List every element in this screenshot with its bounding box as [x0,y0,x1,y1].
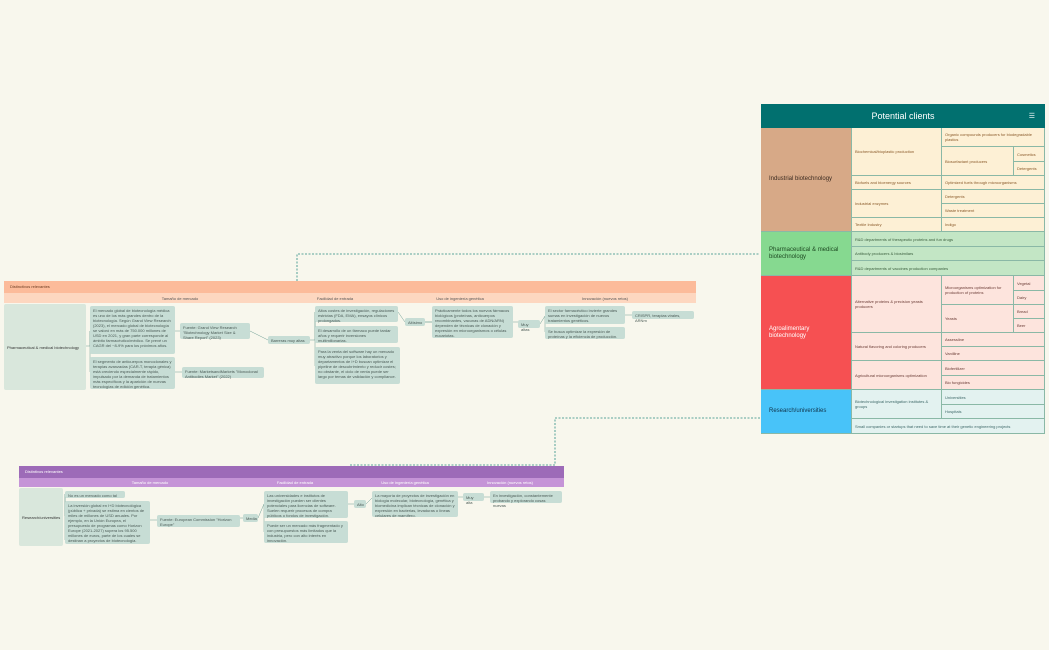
research-innovation-text[interactable]: En investigación, constantemente proband… [490,491,562,508]
row-biotech-institutes[interactable]: Biotechnological investigation institute… [852,390,942,419]
row-biochemical-bioplastic[interactable]: Biochemical/bioplastic production [852,128,942,176]
category-agroalimentary[interactable]: Agroalimentary biotechnology [761,276,852,390]
row-dairy[interactable]: Dairy [1014,291,1045,305]
row-antibody-producers[interactable]: Antibody producers & biosimilars [852,247,1045,261]
row-beer[interactable]: Beer [1014,319,1045,333]
row-small-companies[interactable]: Small companies or startups that need to… [852,419,1045,434]
pharma-innovation-extra[interactable]: CRISPR, terapias virales, ARNm [632,311,694,323]
pharma-col-market: Tamaño de mercado [161,296,199,301]
research-col-genetic: Uso de ingeniería genética [381,480,429,485]
row-therapeutic-proteins[interactable]: R&D departments of therapeutic proteins … [852,232,1045,247]
research-root[interactable]: Research/universities [19,488,63,546]
row-vaccines[interactable]: R&D departments of vaccines production c… [852,261,1045,276]
research-banner: Distintivos relevantes [19,466,564,478]
row-agricultural-microorganisms[interactable]: Agricultural microorganisms optimization [852,361,942,390]
research-entry-2[interactable]: Puede ser un mercado más fragmentado y c… [264,521,348,543]
row-biofertilizer[interactable]: Biofertilizer [942,361,1045,376]
category-pharmaceutical-medical[interactable]: Pharmaceutical & medical biotechnology [761,232,852,276]
pharma-innovation-1[interactable]: El sector farmacéutico invierte grandes … [545,306,625,324]
row-yeasts[interactable]: Yeasts [942,305,1014,333]
pharma-column-bar [4,293,696,303]
potential-clients-header: Potential clients ☰ [761,104,1045,128]
row-microorganisms-optimization[interactable]: Microorganisms optimization for producti… [942,276,1014,305]
pharma-market-2[interactable]: El segmento de anticuerpos monoclonales … [90,357,175,389]
category-research-universities[interactable]: Research/universities [761,390,852,434]
research-innovation-label[interactable]: Muy alta [463,493,484,505]
hamburger-menu-icon[interactable]: ☰ [1028,113,1035,120]
row-optimized-fuels[interactable]: Optimized fuels through microorganisms [942,176,1045,190]
row-bread[interactable]: Bread [1014,305,1045,319]
research-market-1[interactable]: No es un mercado como tal [65,491,125,498]
row-hospitals[interactable]: Hospitals [942,405,1045,419]
research-entry-1[interactable]: Las universidades e institutos de invest… [264,491,348,518]
row-textile-industry[interactable]: Textile Industry [852,218,942,232]
pharma-usage-text[interactable]: Prácticamente todos los nuevos fármacos … [432,306,513,338]
row-enzymes-detergents[interactable]: Detergents [942,190,1045,204]
pharma-innovation-2[interactable]: Se busca optimizar la expresión de prote… [545,327,625,339]
row-industrial-enzymes[interactable]: Industrial enzymes [852,190,942,218]
row-detergents-cosmetic[interactable]: Detergents [1014,162,1045,176]
pharma-barrier-2[interactable]: El desarrollo de un fármaco puede tardar… [315,326,398,343]
row-biofuels[interactable]: Biofuels and bioenergy sources [852,176,942,190]
pharma-innovation-label[interactable]: Muy altas [518,320,540,332]
pharma-col-innovation: Innovación (nuevos retos) [581,296,629,301]
pharma-usage-label[interactable]: Altísimo [405,318,425,326]
research-col-entry: Facilidad de entrada [276,480,314,485]
row-cosmetics[interactable]: Cosmetics [1014,147,1045,162]
row-universities[interactable]: Universities [942,390,1045,405]
pharma-barrier-label[interactable]: Barreras muy altas [268,336,310,344]
pharma-connector [296,253,760,281]
pharma-banner: Distinctivos relevantes [4,281,696,293]
research-source[interactable]: Fuente: European Commission "Horizon Eur… [157,515,240,527]
research-col-innovation: Innovación (nuevos retos) [486,480,534,485]
pharma-col-entry: Facilidad de entrada [316,296,354,301]
research-column-bar [19,478,564,487]
pharma-source-1[interactable]: Fuente: Grand View Research "Biotechnolo… [180,323,250,340]
research-usage-text[interactable]: La mayoría de proyectos de investigación… [372,491,458,518]
pharma-barrier-1[interactable]: Altos costes de investigación, regulacio… [315,306,398,323]
potential-clients-title: Potential clients [871,111,935,121]
pharma-market-1[interactable]: El mercado global de biotecnología médic… [90,306,175,354]
row-assessline[interactable]: Assessline [942,333,1045,347]
research-usage-label[interactable]: Alto [354,500,366,508]
pharma-source-2[interactable]: Fuente: MarketsandMarkets "Monoclonal An… [182,367,264,379]
row-indigo[interactable]: Indigo [942,218,1045,232]
research-entry-label[interactable]: Media [243,514,258,522]
row-waste-treatment[interactable]: Waste treatment [942,204,1045,218]
row-biosurfactant[interactable]: Biosurfactant producers [942,147,1014,176]
research-connector [350,417,760,466]
research-col-market: Tamaño de mercado [131,480,169,485]
row-bio-fungicides[interactable]: Bio fungicides [942,376,1045,390]
row-natural-flavoring[interactable]: Natural flavoring and coloring producers [852,333,942,361]
row-vanilline[interactable]: Vanilline [942,347,1045,361]
row-alternative-proteins[interactable]: Alternative proteins & precision yeasts … [852,276,942,333]
category-industrial-biotechnology[interactable]: Industrial biotechnology [761,128,852,232]
research-market-2[interactable]: La inversión global en I+D biotecnológic… [65,501,150,544]
row-organic-compounds[interactable]: Organic compounds producers for biodegra… [942,128,1045,147]
pharma-col-genetic: Uso de ingeniería genética [436,296,484,301]
pharma-barrier-3[interactable]: Para la venta del software hay un mercad… [315,347,400,384]
pharma-root[interactable]: Pharmaceutical & medical biotechnology [4,304,86,390]
row-vegetal[interactable]: Vegetal [1014,276,1045,291]
